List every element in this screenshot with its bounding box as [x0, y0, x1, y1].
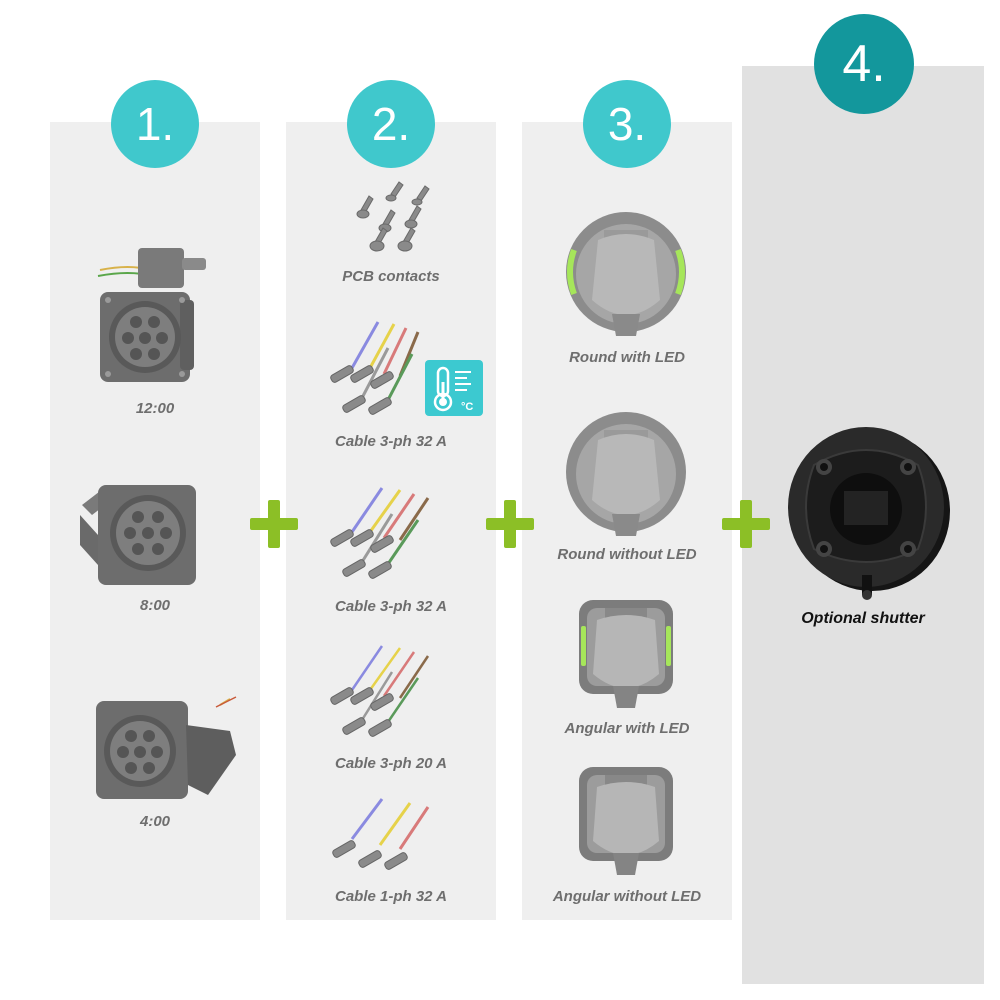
charging-socket-12-icon: [97, 248, 206, 382]
cable-3ph-20a-label: Cable 3-ph 20 A: [335, 755, 447, 772]
round-cover-led-icon: [566, 212, 686, 336]
cable-contacts-icon: [330, 645, 430, 737]
step-2-badge: 2.: [347, 80, 435, 168]
thermo-unit-label: °C: [461, 401, 473, 413]
charging-socket-4-icon: [96, 696, 237, 799]
angular-without-led-label: Angular without LED: [552, 888, 702, 905]
round-with-led-label: Round with LED: [569, 349, 685, 366]
cable-1ph-32a-label: Cable 1-ph 32 A: [335, 888, 447, 905]
plus-icon: [722, 500, 770, 548]
round-without-led-label: Round without LED: [557, 546, 697, 563]
plus-icon: [250, 500, 298, 548]
cable-3ph-32a-temp-label: Cable 3-ph 32 A: [335, 433, 447, 450]
cable-contacts-icon: [332, 798, 430, 870]
cable-contacts-icon: [330, 321, 420, 415]
cable-contacts-icon: [330, 487, 430, 579]
angular-cover-led-icon: [579, 600, 673, 708]
socket-12-label: 12:00: [135, 400, 175, 417]
column-2-panel: [286, 122, 496, 920]
round-cover-icon: [566, 412, 686, 536]
angular-with-led-label: Angular with LED: [564, 720, 690, 737]
step-1-badge: 1.: [111, 80, 199, 168]
angular-cover-icon: [579, 767, 673, 875]
pcb-contacts-icon: [356, 181, 430, 252]
pcb-contacts-label: PCB contacts: [342, 268, 440, 285]
step-4-badge: 4.: [814, 14, 914, 114]
socket-8-label: 8:00: [139, 597, 171, 614]
optional-shutter-label: Optional shutter: [801, 610, 925, 627]
plus-icon: [486, 500, 534, 548]
charging-socket-8-icon: [80, 485, 196, 585]
step-3-badge: 3.: [583, 80, 671, 168]
socket-4-label: 4:00: [139, 813, 171, 830]
shutter-icon: [788, 427, 950, 600]
cable-3ph-32a-label: Cable 3-ph 32 A: [335, 598, 447, 615]
thermometer-icon: °C: [425, 360, 483, 416]
